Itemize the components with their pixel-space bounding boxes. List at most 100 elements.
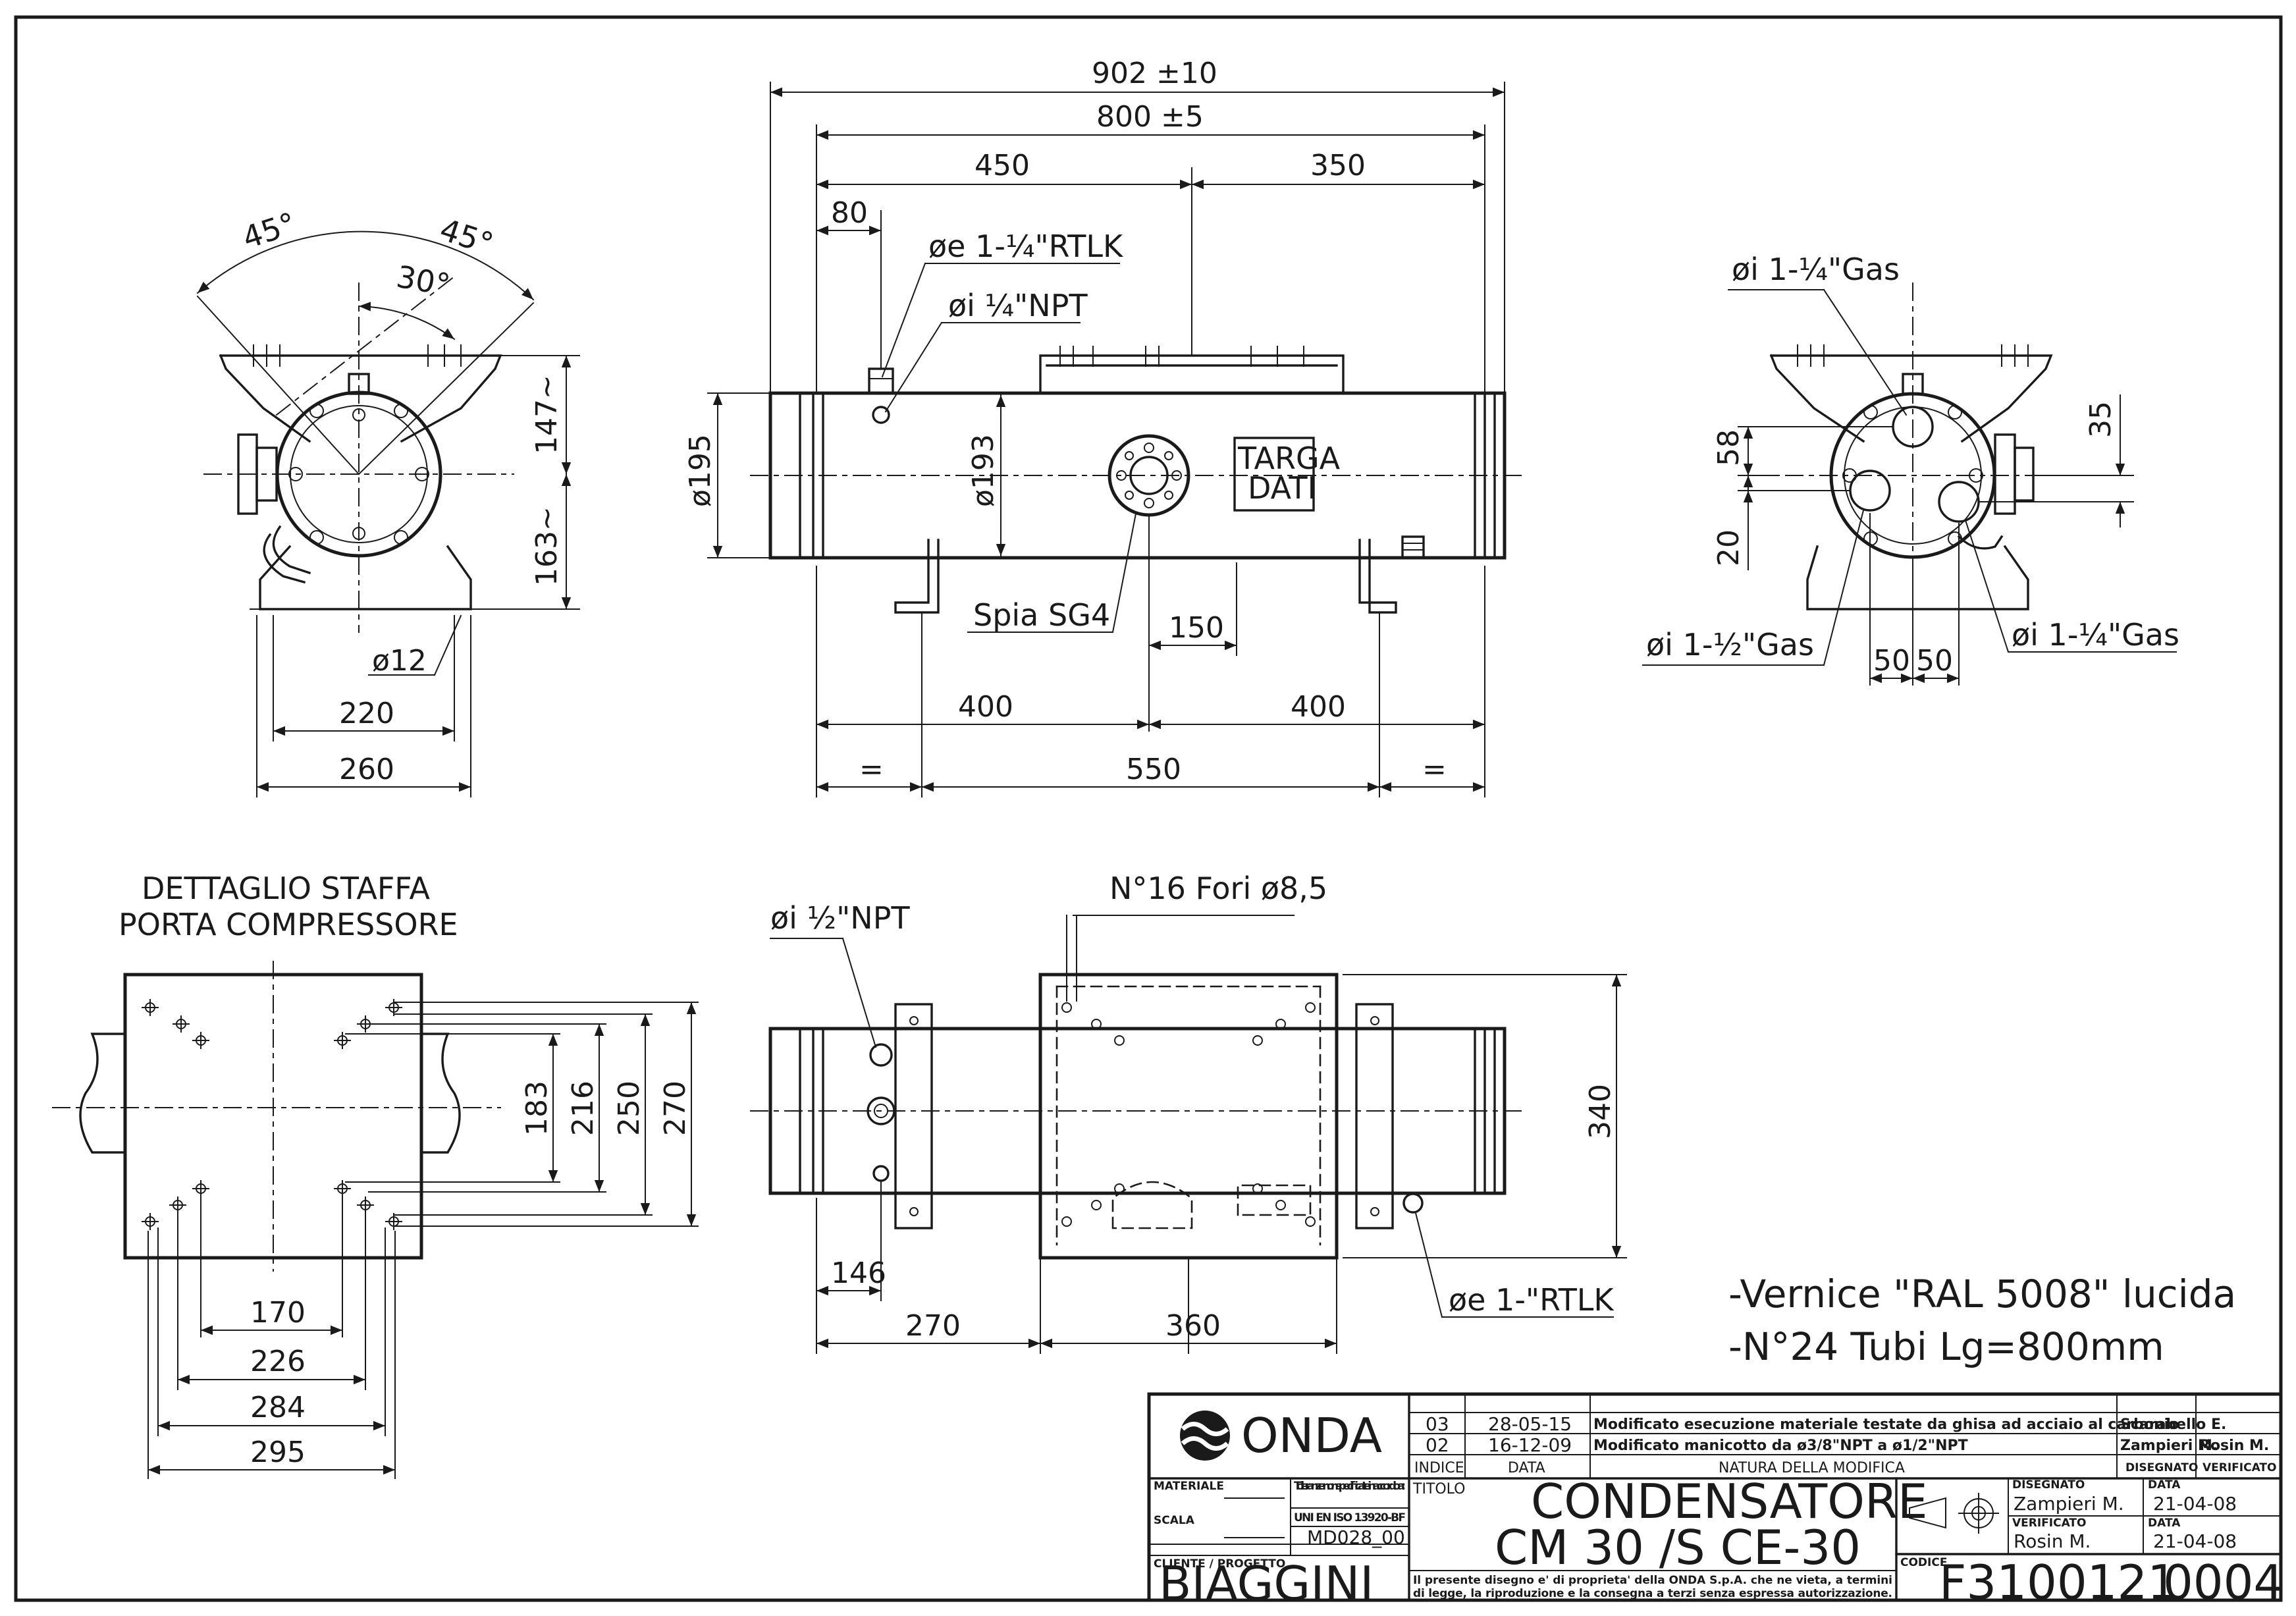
rev-header-checked: VERIFICATO	[2203, 1461, 2276, 1474]
bracket-holes	[142, 999, 402, 1230]
rev-header-change: NATURA DELLA MODIFICA	[1719, 1460, 1905, 1476]
bracket-detail-view: DETTAGLIO STAFFA PORTA COMPRESSORE	[52, 871, 699, 1479]
conn-npt-quarter-label: øi ¼"NPT	[948, 288, 1088, 323]
rev-header-index: INDICE	[1414, 1460, 1464, 1476]
data-label-2: DATA	[2148, 1517, 2181, 1530]
tolerance-note: Tolleranze non specificate in accordo a:	[1294, 1480, 1406, 1493]
left-end-view: 45° 45° 30° 147~ 163~ 220 260 ø12	[196, 205, 580, 797]
dim-dia-193: ø193	[967, 434, 1000, 507]
dim-35: 35	[2084, 401, 2118, 438]
dim-dia-195: ø195	[683, 434, 717, 507]
dim-58: 58	[1712, 429, 1746, 466]
dim-146: 146	[831, 1256, 886, 1290]
gas-left-label: øi 1-½"Gas	[1646, 627, 1814, 662]
dim-340: 340	[1584, 1084, 1617, 1139]
legal-line-2: di legge, la riproduzione e la consegna …	[1413, 1587, 1892, 1600]
title-line-2: CM 30 /S CE-30	[1495, 1520, 1861, 1575]
angle-30: 30°	[394, 259, 453, 303]
dim-360: 360	[1165, 1309, 1221, 1343]
dim-226: 226	[250, 1345, 306, 1378]
dim-350: 350	[1310, 149, 1366, 182]
npt-half-label: øi ½"NPT	[770, 900, 910, 936]
title-line-1: CONDENSATORE	[1531, 1474, 1927, 1529]
titolo-label: TITOLO	[1412, 1481, 1465, 1497]
cliente-label: CLIENTE / PROGETTO	[1154, 1557, 1285, 1571]
onda-logo-icon	[1180, 1411, 1230, 1461]
scala-code: MD028_00	[1307, 1526, 1405, 1548]
angle-45-left: 45°	[238, 205, 300, 256]
dim-260: 260	[339, 753, 394, 786]
rev-03-index: 03	[1426, 1413, 1449, 1435]
dim-50-left: 50	[1873, 644, 1910, 678]
detail-title-1: DETTAGLIO STAFFA	[142, 871, 431, 906]
rev-03-change: Modificato esecuzione materiale testate …	[1593, 1416, 2179, 1433]
dim-20: 20	[1712, 529, 1746, 566]
data-label-1: DATA	[2148, 1478, 2181, 1492]
tolerance-std: UNI EN ISO 13920-BF	[1294, 1511, 1406, 1524]
dim-220: 220	[339, 697, 394, 730]
dim-800: 800 ±5	[1096, 100, 1204, 134]
front-view: TARGA DATI 902 ±10 800 ±5 450 350 80 øe …	[683, 57, 1528, 797]
materiale-label: MATERIALE	[1154, 1480, 1224, 1493]
verificato-name: Rosin M.	[2014, 1530, 2091, 1552]
cliente-name: BIAGGINI	[1159, 1556, 1374, 1611]
rev-03-drawn: Scarabello E.	[2120, 1416, 2226, 1433]
dim-284: 284	[250, 1391, 306, 1424]
note-tubes: -N°24 Tubi Lg=800mm	[1728, 1324, 2164, 1369]
dati-label: DATI	[1248, 470, 1316, 506]
holes-label: N°16 Fori ø8,5	[1109, 871, 1327, 906]
codice-label: CODICE	[1900, 1556, 1947, 1569]
dim-902: 902 ±10	[1092, 57, 1217, 90]
dim-400-right: 400	[1291, 690, 1346, 724]
title-block: ONDA 03 28-05-15 Modificato esecuzione m…	[1147, 1392, 2283, 1611]
data-1: 21-04-08	[2153, 1493, 2237, 1515]
scala-label: SCALA	[1154, 1514, 1195, 1527]
dim-450: 450	[974, 149, 1030, 182]
top-view: N°16 Fori ø8,5 øi ½"NPT øe 1-"RTLK 340 1…	[750, 871, 1627, 1354]
rtlk-out-label: øe 1-"RTLK	[1449, 1282, 1615, 1318]
detail-title-2: PORTA COMPRESSORE	[119, 907, 458, 942]
disegnato-label: DISEGNATO	[2012, 1478, 2085, 1492]
gas-in-top-label: øi 1-¼"Gas	[1732, 252, 1900, 287]
dim-eq-left: =	[859, 753, 884, 786]
dim-eq-right: =	[1422, 753, 1447, 786]
verificato-label: VERIFICATO	[2012, 1517, 2086, 1530]
spia-label: Spia SG4	[973, 597, 1110, 633]
dim-270-top: 270	[905, 1309, 961, 1343]
rev-02-drawn: Zampieri M.	[2120, 1438, 2218, 1454]
targa-label: TARGA	[1237, 441, 1341, 476]
dim-295: 295	[250, 1436, 306, 1469]
note-paint: -Vernice "RAL 5008" lucida	[1728, 1272, 2236, 1316]
data-2: 21-04-08	[2153, 1530, 2237, 1552]
rev-02-checked: Rosin M.	[2199, 1438, 2269, 1454]
conn-rtlk-label: øe 1-¼"RTLK	[928, 229, 1124, 264]
dim-80: 80	[831, 196, 868, 230]
rev-02-change: Modificato manicotto da ø3/8"NPT a ø1/2"…	[1593, 1438, 1968, 1454]
legal-line-1: Il presente disegno e' di proprieta' del…	[1413, 1574, 1892, 1587]
dim-150: 150	[1169, 611, 1224, 645]
disegnato-name: Zampieri M.	[2014, 1493, 2124, 1515]
codice-value: F3100121	[1939, 1555, 2177, 1610]
dim-50-right: 50	[1916, 644, 1953, 678]
company-name: ONDA	[1241, 1408, 1382, 1463]
dim-183: 183	[520, 1081, 554, 1136]
rev-03-date: 28-05-15	[1488, 1413, 1572, 1435]
right-end-view: 58 20 35 50 50 øi 1-¼"Gas øi 1-½"Gas øi …	[1642, 252, 2179, 686]
dim-hole-12: ø12	[372, 644, 427, 678]
dim-216: 216	[566, 1081, 600, 1136]
dim-550: 550	[1126, 753, 1181, 786]
angle-45-right: 45°	[436, 211, 498, 262]
codice-rev: 0004	[2163, 1555, 2283, 1610]
dim-147: 147~	[530, 375, 564, 454]
projection-symbol-icon	[1909, 1493, 1999, 1534]
rev-header-date: DATA	[1508, 1460, 1545, 1476]
rev-02-date: 16-12-09	[1488, 1434, 1572, 1456]
dim-400-left: 400	[958, 690, 1013, 724]
gas-right-label: øi 1-¼"Gas	[2012, 617, 2179, 653]
rev-header-drawn: DISEGNATO	[2125, 1461, 2198, 1474]
dim-270-bracket: 270	[658, 1081, 692, 1136]
dim-250: 250	[612, 1081, 646, 1136]
dim-170: 170	[250, 1296, 306, 1330]
rev-02-index: 02	[1426, 1434, 1449, 1456]
